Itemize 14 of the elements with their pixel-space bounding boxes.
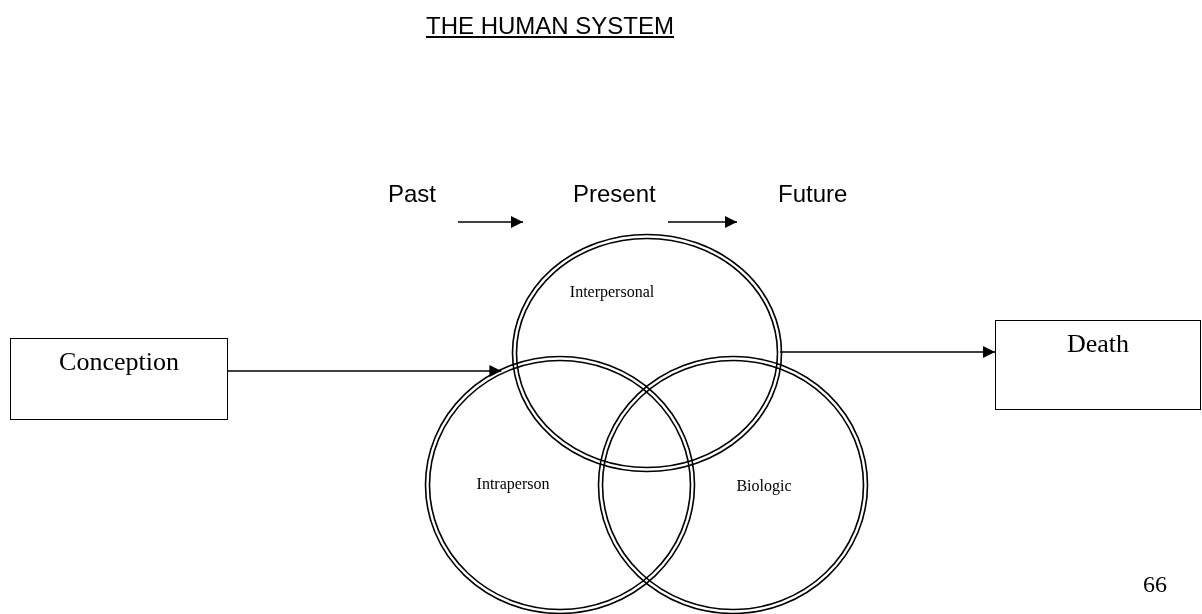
timeline-label: Present <box>523 180 668 232</box>
timeline-label: Future <box>737 180 877 232</box>
timeline-label: Past <box>388 180 458 232</box>
process-box: Death <box>995 320 1201 410</box>
circle-label: Interpersonal <box>569 283 655 301</box>
arrow <box>227 365 503 377</box>
page-number: 66 <box>1143 571 1167 598</box>
process-box: Conception <box>10 338 228 420</box>
arrow <box>457 216 524 228</box>
arrow <box>779 346 996 358</box>
circle-label: Intraperson <box>476 475 550 493</box>
title: THE HUMAN SYSTEM <box>425 12 675 40</box>
arrow <box>667 216 738 228</box>
circle-label: Biologic <box>736 477 792 495</box>
